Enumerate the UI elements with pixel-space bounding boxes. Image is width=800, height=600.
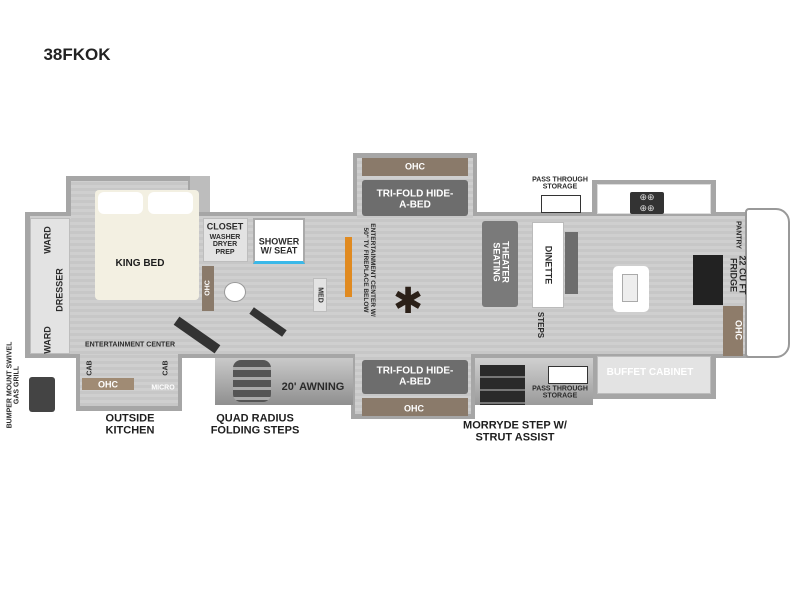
ward-bottom-label: WARD	[42, 326, 53, 354]
quad-steps-label: QUAD RADIUS FOLDING STEPS	[210, 412, 300, 436]
fridge-label: 22 CU FT FRIDGE	[728, 255, 748, 295]
kitchen-ohc-label: OHC	[733, 320, 744, 340]
cab-left-label: CAB	[86, 360, 94, 376]
grill-label: BUMPER MOUNT SWIVEL GAS GRILL	[6, 341, 21, 429]
pillow	[98, 192, 143, 214]
pass-through-bottom-label: PASS THROUGH STORAGE	[532, 385, 588, 400]
dinette-seat	[565, 232, 578, 294]
top-ohc	[362, 158, 468, 176]
pillow	[148, 192, 193, 214]
gas-grill-icon	[29, 377, 55, 412]
ward-top-label: WARD	[42, 226, 53, 254]
cab-right-label: CAB	[162, 360, 170, 376]
micro-label: MICRO	[151, 384, 175, 392]
outside-ohc	[82, 378, 134, 390]
shower-label: SHOWER W/ SEAT	[258, 236, 300, 256]
outside-kitchen-label: OUTSIDE KITCHEN	[105, 412, 155, 436]
top-sofa-label: TRI-FOLD HIDE-A-BED	[376, 188, 454, 210]
stove-icon: ⊕⊕⊕⊕	[630, 192, 664, 214]
entertainment-fireplace-label: ENTERTAINMENT CENTER W/ 50" TV FIREPLACE…	[362, 223, 376, 317]
entertainment-center-label: ENTERTAINMENT CENTER	[84, 341, 176, 349]
bottom-sofa-label: TRI-FOLD HIDE-A-BED	[376, 365, 454, 387]
wardrobe-dresser	[30, 218, 70, 354]
top-ohc-label: OHC	[405, 161, 425, 172]
awning-label: 20' AWNING	[281, 381, 345, 394]
shower	[253, 218, 305, 264]
bath-ohc-label: OHC	[204, 280, 212, 296]
medicine-cabinet	[313, 278, 327, 312]
bath-ohc	[202, 266, 214, 311]
dresser-label: DRESSER	[54, 268, 65, 312]
pass-through-top-label: PASS THROUGH STORAGE	[532, 176, 588, 191]
fireplace	[345, 237, 352, 297]
front-cap	[745, 208, 790, 358]
morryde-label: MORRYDE STEP W/ STRUT ASSIST	[463, 419, 567, 443]
ceiling-fan-icon: ✱	[393, 280, 424, 321]
fridge	[693, 255, 723, 305]
sink-icon	[622, 274, 638, 302]
kitchen-ohc	[723, 306, 743, 356]
bottom-ohc	[362, 398, 468, 416]
buffet-label: BUFFET CABINET	[606, 366, 694, 378]
toilet-icon	[224, 282, 246, 302]
buffet-cabinet	[597, 356, 711, 394]
washer-dryer-label: WASHER DRYER PREP	[209, 233, 241, 256]
theater-label: THEATER SEATING	[491, 241, 511, 283]
closet	[203, 218, 248, 262]
closet-label: CLOSET	[206, 221, 244, 232]
king-bed-label: KING BED	[115, 257, 165, 269]
morryde-step-icon	[480, 365, 525, 405]
dinette-table	[532, 222, 564, 308]
pass-through-door-top[interactable]	[541, 195, 581, 213]
dinette-label: DINETTE	[543, 245, 554, 285]
outside-ohc-label: OHC	[98, 379, 118, 390]
pass-through-door-bottom[interactable]	[548, 366, 588, 384]
med-label: MED	[316, 287, 324, 303]
theater-seating	[482, 221, 518, 307]
steps-label: STEPS	[536, 311, 546, 339]
model-title: 38FKOK	[43, 45, 111, 65]
bottom-sofa	[362, 360, 468, 394]
top-sofa	[362, 180, 468, 216]
bottom-ohc-label: OHC	[404, 403, 424, 414]
folding-steps-icon	[233, 360, 271, 402]
